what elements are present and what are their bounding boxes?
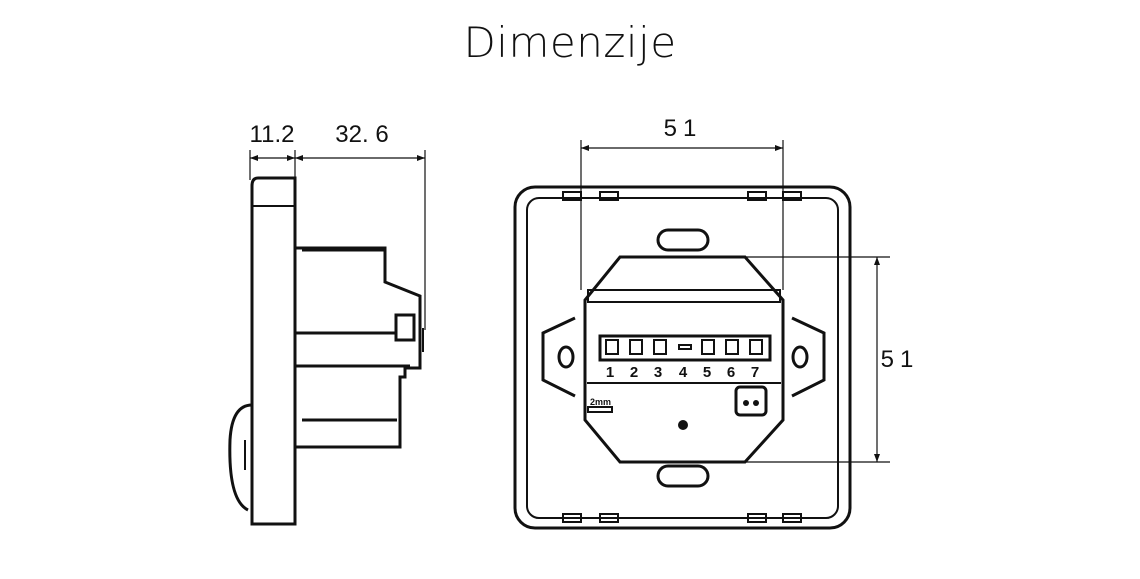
connector-pin: [743, 400, 749, 406]
housing-body: [295, 246, 422, 449]
sensor-connector: [734, 385, 768, 417]
terminal-block: [598, 334, 772, 362]
outer-frame: [513, 185, 852, 530]
diagram-title: Dimenzije: [463, 18, 677, 67]
strip-length-label: 2mm: [590, 397, 611, 407]
terminal-label: 6: [727, 364, 735, 381]
knob: [228, 403, 253, 512]
terminal-label: 1: [606, 364, 614, 381]
inner-frame: [526, 197, 839, 519]
terminal-screws: [605, 339, 763, 355]
strip-gauge: [587, 406, 613, 413]
width-label: 51: [664, 115, 703, 142]
front-plate: [250, 176, 297, 526]
ear-right: [791, 316, 826, 398]
connector-pin: [753, 400, 759, 406]
dimension-arrows: [581, 145, 880, 462]
height-label: 51: [881, 346, 920, 373]
screw-slot-top: [656, 228, 710, 252]
terminal-top-row: [587, 289, 781, 303]
screw-slot-bottom: [656, 464, 710, 488]
terminal-label: 7: [751, 364, 759, 381]
terminal-label: 3: [654, 364, 662, 381]
ear-hole-right: [791, 345, 809, 369]
clip: [394, 313, 416, 342]
body-depth-label: 32. 6: [335, 121, 388, 148]
terminal-label: 5: [703, 364, 711, 381]
ear-left: [541, 316, 576, 398]
front-view: 1 2 3 4 5 6 7 2mm 51 51: [513, 115, 920, 530]
terminal-label: 4: [679, 364, 688, 381]
led-dot: [678, 420, 688, 430]
front-depth-label: 11.2: [250, 121, 295, 148]
side-view: 11.2 32. 6: [228, 121, 426, 526]
terminal-label: 2: [630, 364, 638, 381]
ear-hole-left: [557, 345, 575, 369]
